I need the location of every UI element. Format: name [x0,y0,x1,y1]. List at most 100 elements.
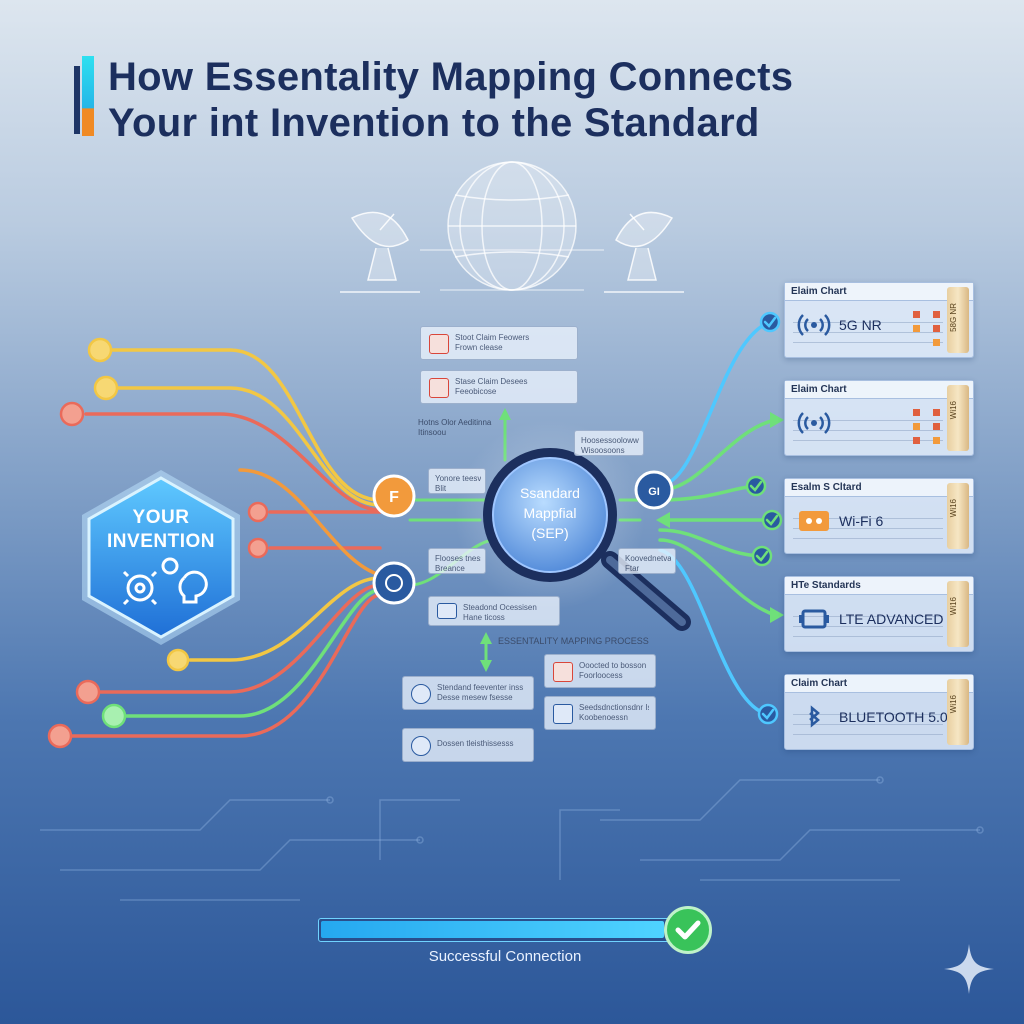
flow-icon [437,603,457,619]
process-label-text: Wisoosoons [581,446,639,456]
process-box-text: Feeobicose [455,387,571,397]
claim-chart-standard: BLUETOOTH 5.0 [839,709,948,725]
process-box: Stendand feeventer inss Desse mesew fses… [402,676,534,710]
claim-chart-header: Esalm S Cltard [785,479,973,497]
process-box-text: Dossen tleisthissesss [437,739,527,749]
process-box: Seedsdnctionsdnr Isse Koobenoessn [544,696,656,730]
claim-chart-card: Elaim Chart Wi16 [784,380,974,456]
document-icon [553,662,573,682]
progress-bar [318,918,674,942]
scroll-icon: Wi16 [947,483,969,549]
process-box-text: Koobenoessn [579,713,649,723]
bluetooth-icon [797,703,831,731]
invention-label-line: YOUR [80,506,242,530]
process-box: Stase Claim Desees Feeobicose [420,370,578,404]
process-label-text: Flooses tnesse [435,554,481,564]
signal-icon [797,409,831,437]
envelope-icon [429,334,449,354]
claim-chart-card: Esalm S Cltard Wi-Fi 6 Wi16 [784,478,974,554]
node-label: GI [648,486,660,498]
document-icon [429,378,449,398]
process-label-text: Hoosessoolowww [581,436,639,446]
claim-chart-header: Claim Chart [785,675,973,693]
checklist-icon [911,403,945,451]
process-label-text: Hotns Olor Aeditinna [418,418,491,428]
process-label-text: Yonore teesvot [435,474,481,484]
process-box-text: Ooocted to bosson [579,661,649,671]
page-title: How Essentality Mapping Connects Your in… [108,54,988,146]
process-box: Dossen tleisthissesss [402,728,534,762]
invention-label: YOUR INVENTION [80,506,242,554]
process-box-text: Stoot Claim Feowers [455,333,571,343]
process-box-text: Stendand feeventer inss [437,683,527,693]
process-label-text: Koovednetvar [625,554,671,564]
satellite-dish-icon [604,212,684,292]
process-box-text: Frown clease [455,343,571,353]
process-box: Stoot Claim Feowers Frown clease [420,326,578,360]
process-box-text: Stase Claim Desees [455,377,571,387]
claim-chart-card: Claim Chart BLUETOOTH 5.0 Wi16 [784,674,974,750]
claim-chart-header: HTe Standards [785,577,973,595]
wifi-router-icon [797,507,831,535]
process-label-text: Itinsoou [418,428,491,438]
hub-label: Mappfial [524,505,577,521]
process-box-text: Foorloocess [579,671,649,681]
claim-chart-standard: LTE ADVANCED [839,611,944,627]
globe-icon [420,162,604,290]
gear-icon [411,684,431,704]
scroll-text: Wi16 [949,597,967,615]
wire [240,470,380,575]
title-line: How Essentality Mapping Connects [108,54,988,100]
scroll-text: Wi16 [949,401,967,419]
claim-chart-header: Elaim Chart [785,283,973,301]
scroll-text: Wi16 [949,695,967,713]
claim-chart-header: Elaim Chart [785,381,973,399]
process-box: Ooocted to bosson Foorloocess [544,654,656,688]
claim-chart-standard: Wi-Fi 6 [839,513,883,529]
sparkle-icon [942,942,996,996]
process-label: Hoosessoolowww Wisoosoons [574,430,644,456]
title-line: Your int Invention to the Standard [108,100,988,146]
lte-icon [797,605,831,633]
process-label: Flooses tnesse Breance [428,548,486,574]
scroll-icon: 58G NR [947,287,969,353]
claim-chart-card: HTe Standards LTE ADVANCED Wi16 [784,576,974,652]
process-label-text: Ftar [625,564,671,574]
process-box-text: Steadond Ocessisen [463,603,553,613]
process-box-text: Hane ticoss [463,613,553,623]
claim-chart-standard: 5G NR [839,317,882,333]
process-box: Steadond Ocessisen Hane ticoss [428,596,560,626]
satellite-dish-icon [340,212,420,292]
checkmark-icon [747,313,781,723]
signal-icon [797,311,831,339]
process-caption: ESSENTALITY MAPPING PROCESS [498,636,649,646]
progress-label: Successful Connection [380,948,630,965]
process-box-text: Desse mesew fsesse [437,693,527,703]
window-icon [553,704,573,724]
magnifying-glass-icon [455,420,682,622]
scroll-text: 58G NR [949,303,967,332]
invention-node: YOUR INVENTION [80,468,242,644]
checklist-icon [911,305,945,353]
hub-label: Ssandard [520,485,580,501]
process-box-text: Seedsdnctionsdnr Isse [579,703,649,713]
hub-label: (SEP) [531,525,568,541]
process-label: Koovednetvar Ftar [618,548,676,574]
process-label: Hotns Olor Aeditinna Itinsoou [418,418,491,438]
invention-label-line: INVENTION [80,530,242,554]
process-label-text: Breance [435,564,481,574]
claim-chart-card: Elaim Chart 5G NR 58G NR [784,282,974,358]
scroll-icon: Wi16 [947,385,969,451]
coin-icon [411,736,431,756]
node-label: F [389,489,399,506]
process-label: Yonore teesvot Blit [428,468,486,494]
output-wires [660,322,775,714]
scroll-text: Wi16 [949,499,967,517]
scroll-icon: Wi16 [947,581,969,647]
scroll-icon: Wi16 [947,679,969,745]
progress-fill [321,921,664,938]
checkmark-icon [664,906,712,954]
title-accent [74,66,80,134]
circuit-background [40,777,983,900]
title-accent [82,56,94,136]
